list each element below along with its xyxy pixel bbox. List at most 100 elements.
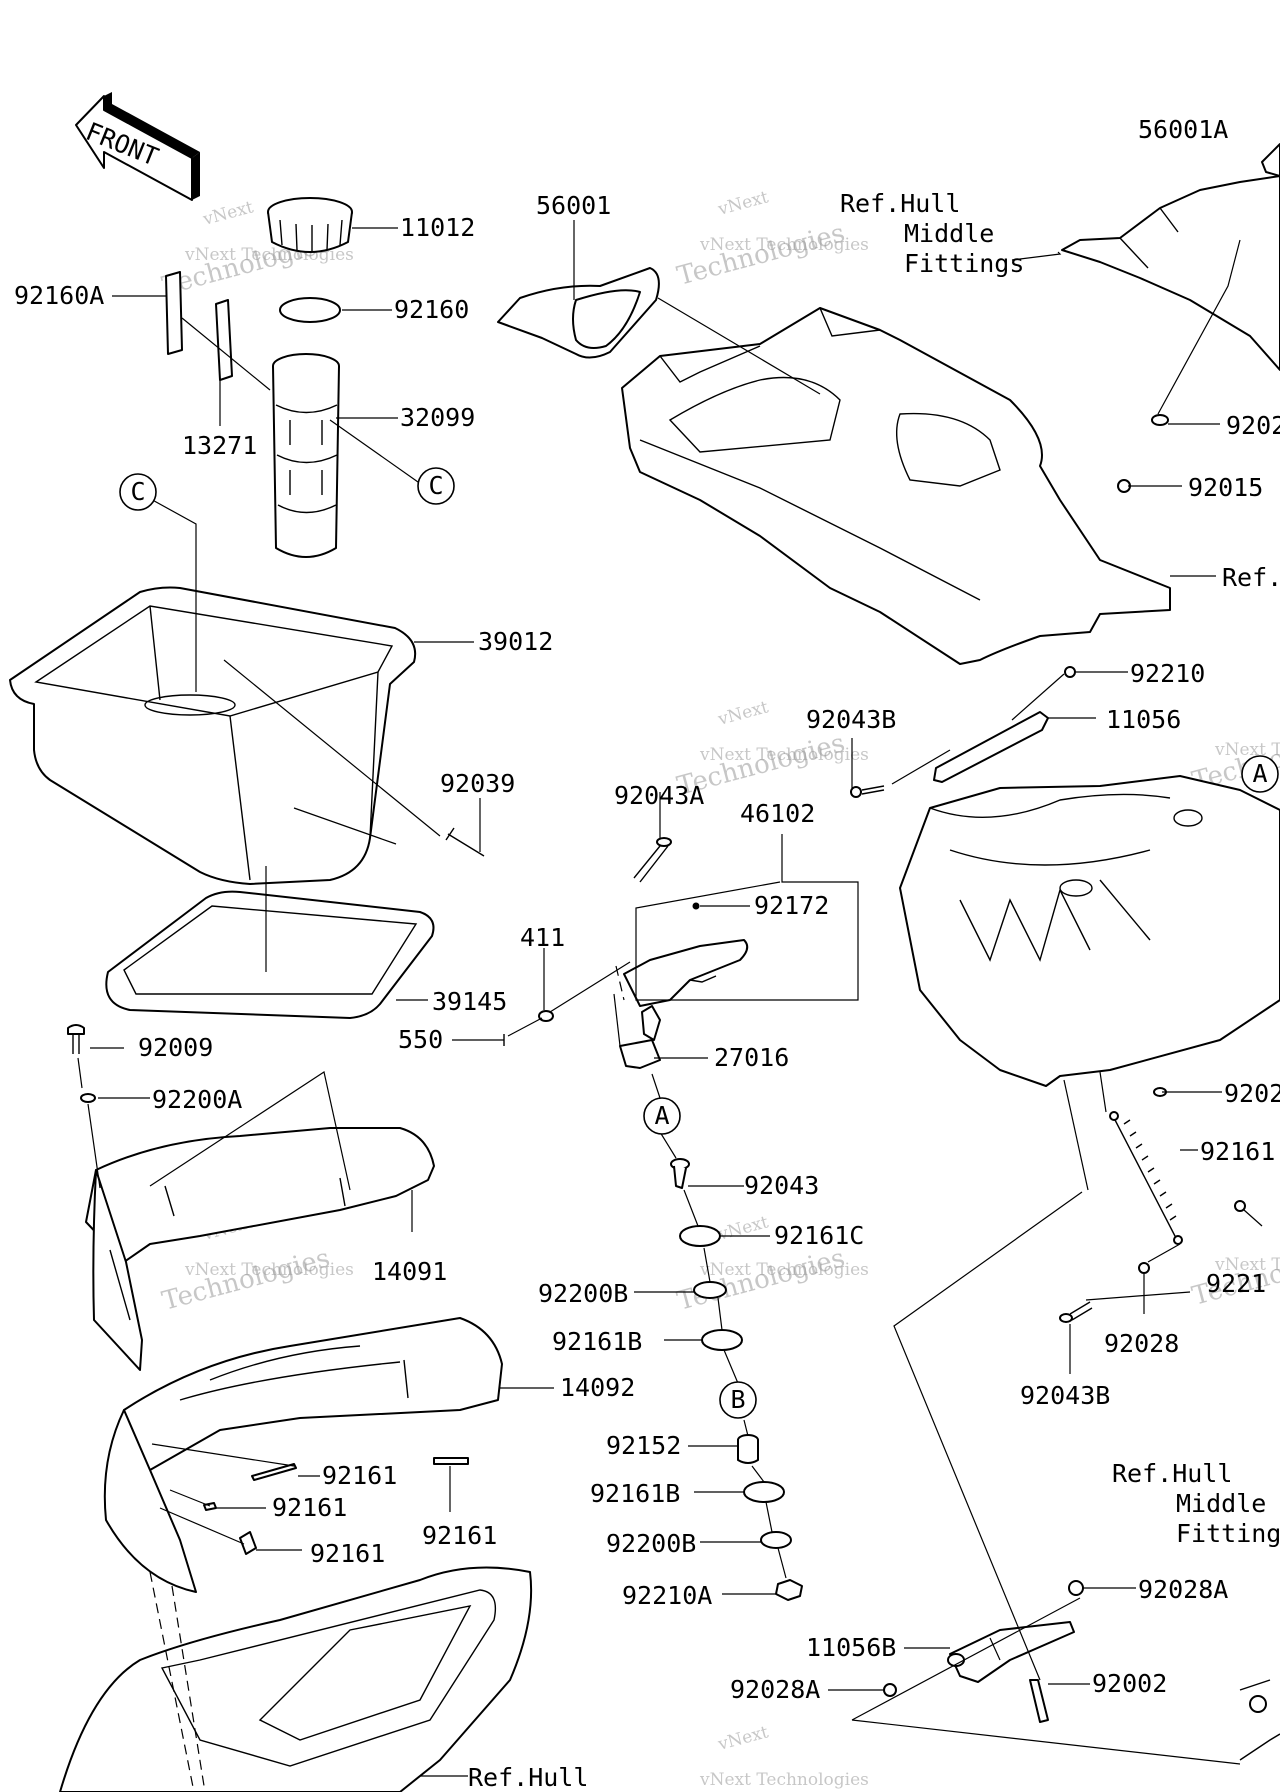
part-label: 92172 <box>754 891 829 920</box>
part-label: 46102 <box>740 799 815 828</box>
part-label: 92028A <box>1138 1575 1228 1604</box>
part-label: 92009 <box>138 1033 213 1062</box>
part-label: 92200A <box>152 1085 242 1114</box>
part-label: Middle <box>904 219 994 248</box>
part-bottom-right-partial <box>1239 1679 1280 1761</box>
part-92210a-nut <box>775 1579 803 1601</box>
callout-c-top: C <box>119 473 157 511</box>
part-11056-bracket <box>933 711 1049 783</box>
part-56001-vent-cover <box>497 267 660 359</box>
part-label: 11056B <box>806 1633 896 1662</box>
part-label: 92039 <box>440 769 515 798</box>
part-39012-storage-bin <box>9 586 417 885</box>
part-411-washer <box>538 1010 554 1022</box>
part-13271-plate <box>215 299 233 381</box>
part-92028a-spacer <box>1068 1580 1084 1596</box>
part-label: 92210A <box>622 1581 712 1610</box>
watermark-text: vNext Technologies <box>1214 740 1280 760</box>
part-center-deck-panel <box>621 307 1171 665</box>
part-deck-tray <box>899 775 1280 1087</box>
part-label: Ref.Hull <box>1112 1459 1232 1488</box>
part-46102-latch <box>623 939 749 1007</box>
part-label: 92043B <box>806 705 896 734</box>
watermark-text: vNext <box>715 1722 771 1755</box>
watermark-text: vNext Technologies <box>699 1770 869 1790</box>
callout-letter: B <box>730 1385 745 1414</box>
watermark-text: vNext <box>715 1212 771 1245</box>
part-label: Ref. <box>1222 563 1280 592</box>
part-label: 14092 <box>560 1373 635 1402</box>
part-92200b-washer-lower <box>760 1531 792 1549</box>
part-label: 27016 <box>714 1043 789 1072</box>
part-92043-bolt <box>670 1158 690 1189</box>
watermark-text: vNext Technologies <box>699 745 869 765</box>
part-92152-collar <box>737 1434 759 1464</box>
part-label: 11012 <box>400 213 475 242</box>
part-label: 92161C <box>774 1221 864 1250</box>
part-label: 92028 <box>1104 1329 1179 1358</box>
callout-letter: C <box>428 471 443 500</box>
part-label: 92161B <box>590 1479 680 1508</box>
leader-lines <box>77 220 1263 1792</box>
part-92161-pad <box>239 1531 257 1555</box>
part-label: 39145 <box>432 987 507 1016</box>
part-14091-cover <box>85 1127 435 1371</box>
part-label: 13271 <box>182 431 257 460</box>
part-92161-strip <box>433 1457 469 1465</box>
part-label: 92161 <box>322 1461 397 1490</box>
part-label: 92161B <box>552 1327 642 1356</box>
part-label: 92161 <box>1200 1137 1275 1166</box>
watermark-text: vNext <box>715 697 771 730</box>
part-92161-spring <box>1109 1111 1183 1245</box>
part-92028-spacer <box>1138 1262 1150 1274</box>
part-label: 9202 <box>1226 411 1280 440</box>
part-label: 92210 <box>1130 659 1205 688</box>
front-arrow: FRONT <box>75 92 200 201</box>
part-label: 92200B <box>606 1529 696 1558</box>
part-label: Ref.Hull <box>468 1763 588 1792</box>
part-92043b-bolt-lower <box>1059 1301 1093 1323</box>
part-label: 92160A <box>14 281 104 310</box>
part-label: 56001A <box>1138 115 1228 144</box>
part-label: 9221 <box>1206 1269 1266 1298</box>
watermark-text: vNext Technologies <box>699 235 869 255</box>
part-14092-cover <box>103 1317 503 1593</box>
part-92039-pin <box>445 827 485 857</box>
part-labels: 11012 92160 92160A 13271 32099 39012 920… <box>14 115 1280 1792</box>
part-label: Fitting <box>1176 1519 1280 1548</box>
part-11056b-bracket <box>947 1621 1075 1683</box>
part-92160-oring <box>279 297 341 323</box>
part-label: 92161 <box>272 1493 347 1522</box>
part-92172-screw <box>692 902 700 910</box>
part-92161b-grommet <box>701 1329 743 1351</box>
callout-letter: A <box>1252 759 1267 788</box>
part-92161b-grommet-lower <box>743 1481 785 1503</box>
part-label: 550 <box>398 1025 443 1054</box>
part-label: 11056 <box>1106 705 1181 734</box>
part-39145-gasket <box>105 890 435 1019</box>
watermark-text: Technologies <box>159 1243 333 1317</box>
part-label: 14091 <box>372 1257 447 1286</box>
part-label: 56001 <box>536 191 611 220</box>
callout-a-center: A <box>643 1097 681 1135</box>
part-label: Ref.Hull <box>840 189 960 218</box>
watermark-text: vNext <box>200 197 256 230</box>
part-92161-pin <box>251 1463 297 1481</box>
part-label: 92043 <box>744 1171 819 1200</box>
watermark-text: vNext Technologies <box>699 1260 869 1280</box>
callout-letter: C <box>130 477 145 506</box>
watermark-text: Technologies <box>674 1243 848 1317</box>
part-9221-nut <box>1234 1200 1246 1212</box>
part-label: 92028A <box>730 1675 820 1704</box>
part-label: 39012 <box>478 627 553 656</box>
callout-b: B <box>719 1381 757 1419</box>
part-27016-knob <box>619 1005 661 1069</box>
part-label: 92152 <box>606 1431 681 1460</box>
part-92210-nut <box>1064 666 1076 678</box>
part-label: 92160 <box>394 295 469 324</box>
part-9202-washer-top <box>1151 414 1169 426</box>
part-92009-screw <box>67 1024 85 1054</box>
part-92200a-washer <box>80 1093 96 1103</box>
part-label: 92161 <box>422 1521 497 1550</box>
